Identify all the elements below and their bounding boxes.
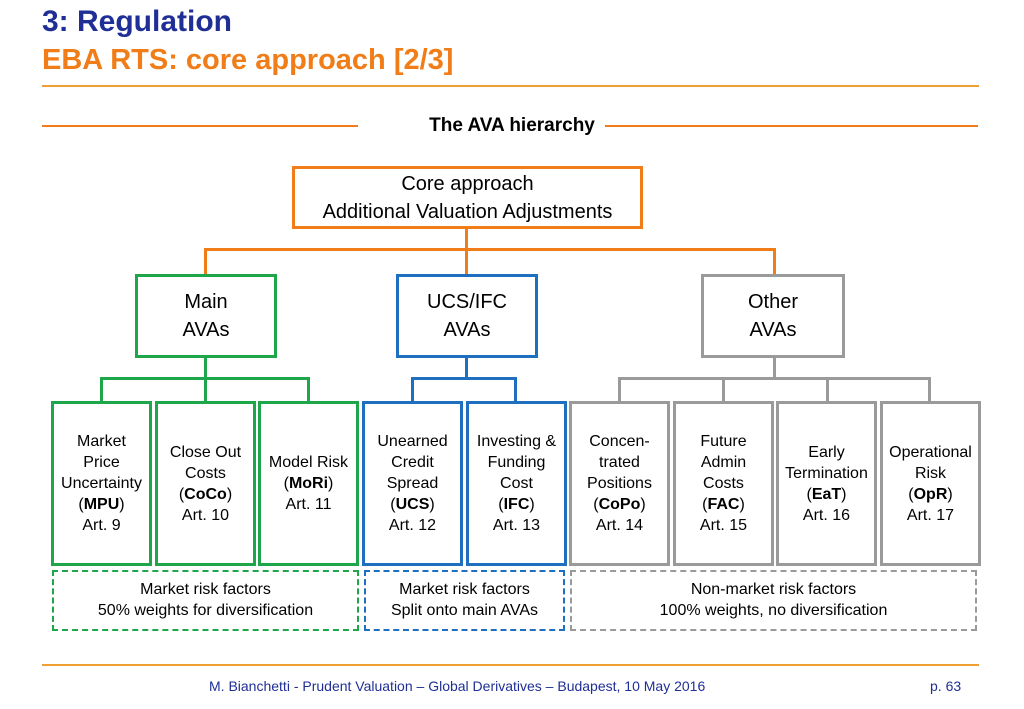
leaf-copo-abbr: (CoPo): [593, 496, 646, 513]
footer-citation: M. Bianchetti - Prudent Valuation – Glob…: [209, 678, 706, 694]
leaf-ifc-article: Art. 13: [492, 517, 541, 534]
leaf-ifc-line3: Cost: [500, 475, 533, 492]
leaf-coco: Close Out Costs (CoCo) Art. 10: [155, 401, 256, 566]
leaf-eat-article: Art. 16: [802, 506, 851, 524]
connector-to-main: [204, 248, 207, 275]
leaf-ifc-abbr: (IFC): [498, 496, 535, 513]
leaf-ucs-abbr: (UCS): [390, 496, 435, 513]
leaf-mpu-article: Art. 9: [82, 517, 121, 534]
connector-eat: [826, 377, 829, 402]
note-main-avas: Market risk factors 50% weights for dive…: [52, 570, 359, 631]
section-rule-right: [580, 125, 978, 127]
leaf-ucs-line3: Spread: [386, 475, 439, 492]
leaf-coco-abbr: (CoCo): [178, 485, 233, 503]
leaf-opr-article: Art. 17: [906, 506, 955, 524]
leaf-mpu-line1: Market: [77, 433, 126, 450]
leaf-opr: Operational Risk (OpR) Art. 17: [880, 401, 981, 566]
core-title: Core approach: [401, 172, 534, 195]
page-subtitle: EBA RTS: core approach [2/3]: [42, 44, 454, 76]
other-avas-line2: AVAs: [749, 319, 797, 341]
connector-core-down: [465, 228, 468, 250]
leaf-fac-line3: Costs: [703, 475, 744, 492]
connector-to-other: [773, 248, 776, 275]
leaf-mpu-abbr: (MPU): [78, 496, 125, 513]
leaf-copo-line1: Concen-: [589, 433, 650, 450]
leaf-fac-line2: Admin: [700, 454, 747, 471]
core-approach-box: Core approach Additional Valuation Adjus…: [292, 166, 643, 229]
note-main-line2: 50% weights for diversification: [97, 602, 314, 619]
connector-ucs-bus: [411, 377, 517, 380]
note-other-avas: Non-market risk factors 100% weights, no…: [570, 570, 977, 631]
leaf-eat: Early Termination (EaT) Art. 16: [776, 401, 877, 566]
section-rule-left: [42, 125, 358, 127]
page-title: 3: Regulation: [42, 5, 233, 38]
connector-other-down: [773, 357, 776, 379]
connector-core-bus: [204, 248, 776, 251]
ucs-ifc-avas-line1: UCS/IFC: [427, 291, 507, 313]
leaf-mori-abbr: (MoRi): [283, 475, 334, 492]
leaf-mori-article: Art. 11: [285, 496, 332, 513]
leaf-coco-line1: Close Out: [169, 443, 242, 461]
page-number: p. 63: [930, 678, 962, 694]
leaf-mpu: Market Price Uncertainty (MPU) Art. 9: [51, 401, 152, 566]
leaf-copo-line3: Positions: [587, 475, 652, 492]
note-other-line1: Non-market risk factors: [690, 581, 857, 598]
note-main-line1: Market risk factors: [140, 581, 271, 598]
connector-ucs-leaf: [411, 377, 414, 402]
ucs-ifc-avas-line2: AVAs: [443, 319, 491, 341]
leaf-ucs-line1: Unearned: [377, 433, 448, 450]
note-ucs-ifc-avas: Market risk factors Split onto main AVAs: [364, 570, 565, 631]
other-avas-line1: Other: [747, 291, 799, 313]
connector-to-ucs: [465, 248, 468, 275]
core-subtitle: Additional Valuation Adjustments: [322, 200, 613, 223]
connector-ifc-leaf: [514, 377, 517, 402]
connector-copo: [618, 377, 621, 402]
main-avas-line2: AVAs: [182, 319, 230, 341]
leaf-mpu-line2: Price: [83, 454, 120, 471]
leaf-fac: Future Admin Costs (FAC) Art. 15: [673, 401, 774, 566]
leaf-opr-line1: Operational: [889, 443, 972, 461]
leaf-ifc-line1: Investing &: [476, 433, 557, 450]
connector-opr: [928, 377, 931, 402]
note-ucs-line2: Split onto main AVAs: [390, 602, 539, 619]
leaf-opr-abbr: (OpR): [908, 485, 953, 503]
leaf-copo: Concen- trated Positions (CoPo) Art. 14: [569, 401, 670, 566]
main-avas-line1: Main: [184, 291, 228, 313]
connector-coco: [204, 377, 207, 402]
leaf-coco-line2: Costs: [185, 464, 226, 482]
leaf-ifc: Investing & Funding Cost (IFC) Art. 13: [466, 401, 567, 566]
leaf-opr-line2: Risk: [914, 464, 947, 482]
leaf-eat-line1: Early: [808, 443, 845, 461]
connector-ucs-down: [465, 357, 468, 379]
section-title: The AVA hierarchy: [0, 114, 1024, 138]
connector-other-bus: [618, 377, 931, 380]
connector-mori: [307, 377, 310, 402]
connector-fac: [722, 377, 725, 402]
header-divider: [42, 85, 979, 87]
leaf-fac-line1: Future: [700, 433, 747, 450]
leaf-fac-article: Art. 15: [699, 517, 748, 534]
leaf-copo-article: Art. 14: [595, 517, 644, 534]
leaf-mpu-line3: Uncertainty: [61, 475, 142, 492]
connector-main-down: [204, 357, 207, 379]
leaf-fac-abbr: (FAC): [702, 496, 745, 513]
ucs-ifc-avas-box: UCS/IFC AVAs: [396, 274, 538, 358]
leaf-ucs-line2: Credit: [391, 454, 434, 471]
leaf-mori: Model Risk (MoRi) Art. 11: [258, 401, 359, 566]
leaf-coco-article: Art. 10: [181, 506, 230, 524]
leaf-copo-line2: trated: [599, 454, 640, 471]
leaf-ucs: Unearned Credit Spread (UCS) Art. 12: [362, 401, 463, 566]
leaf-ifc-line2: Funding: [487, 454, 546, 471]
note-other-line2: 100% weights, no diversification: [659, 602, 888, 619]
leaf-ucs-article: Art. 12: [388, 517, 437, 534]
connector-mpu: [100, 377, 103, 402]
note-ucs-line1: Market risk factors: [399, 581, 530, 598]
footer-divider: [42, 664, 979, 666]
leaf-eat-abbr: (EaT): [806, 485, 847, 503]
leaf-mori-line1: Model Risk: [268, 454, 349, 471]
leaf-eat-line2: Termination: [785, 464, 868, 482]
